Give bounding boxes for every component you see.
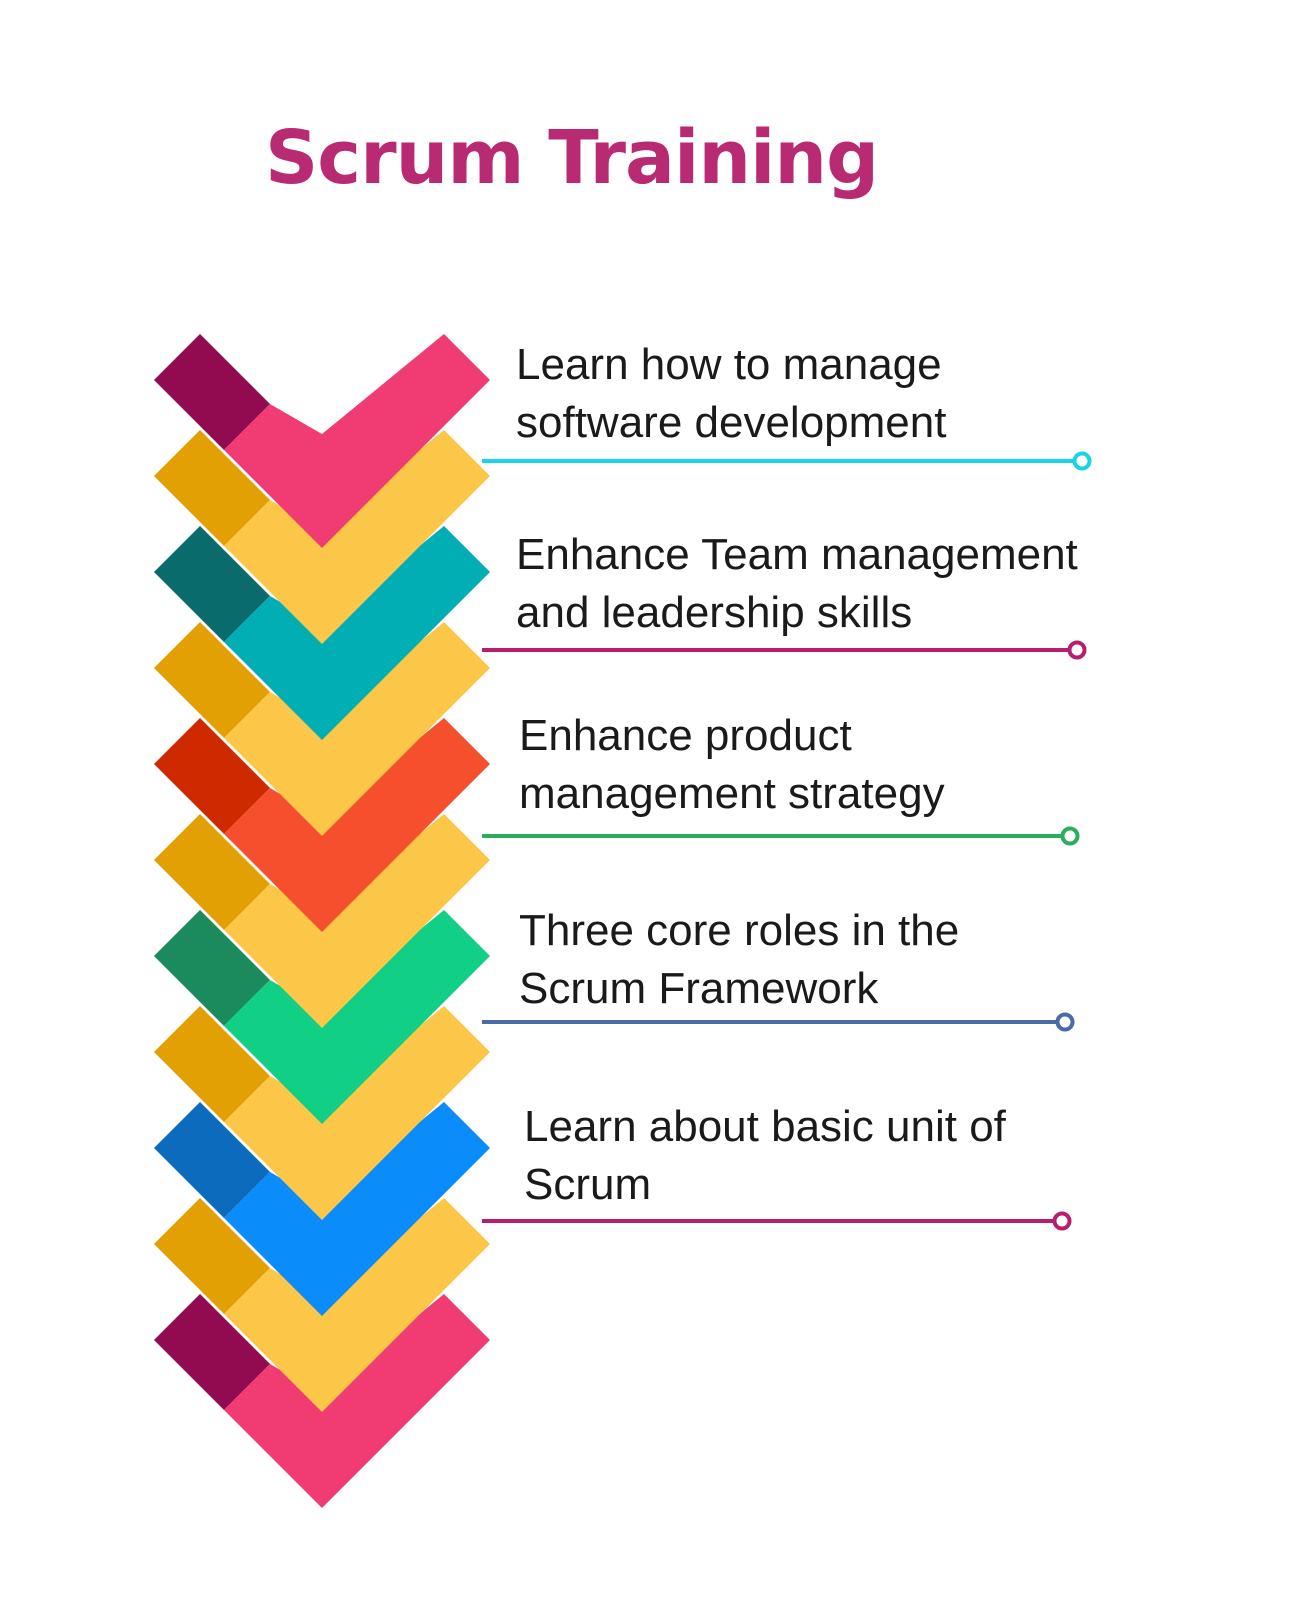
step-label-2: Enhance Team management and leadership sk… (516, 526, 1078, 642)
chevron-spacer-2-body (224, 622, 490, 836)
connector-dot-5 (1052, 1211, 1072, 1231)
chevron-spacer-2 (154, 622, 490, 836)
chevron-spacer-5-body (224, 1198, 490, 1412)
chevron-step-2 (154, 526, 490, 740)
step-label-line: management strategy (519, 769, 945, 818)
chevron-step-5-shadow (154, 1102, 270, 1218)
chevron-step-4-body (224, 910, 490, 1124)
step-label-line: software development (516, 398, 947, 447)
chevron-spacer-3-shadow (154, 814, 270, 930)
chevron-spacer-3-body (224, 814, 490, 1028)
step-label-line: Enhance product (519, 711, 852, 760)
chevron-step-2-body (224, 526, 490, 740)
page-title: Scrum Training (265, 115, 879, 201)
step-label-3: Enhance product management strategy (519, 707, 945, 823)
chevron-step-3 (154, 718, 490, 932)
chevron-step-2-shadow (154, 526, 270, 642)
connector-dot-2 (1067, 640, 1087, 660)
chevron-spacer-1-shadow (154, 430, 270, 546)
step-label-line: Scrum (524, 1160, 652, 1209)
chevron-spacer-1 (154, 430, 490, 644)
connector-dot-1 (1072, 451, 1092, 471)
chevron-step-4 (154, 910, 490, 1124)
step-label-line: and leadership skills (516, 588, 913, 637)
chevron-spacer-5 (154, 1198, 490, 1412)
step-label-5: Learn about basic unit of Scrum (524, 1098, 1006, 1214)
chevron-step-1-shadow (154, 334, 270, 450)
chevron-spacer-4-body (224, 1006, 490, 1220)
chevron-step-1-body (224, 334, 490, 548)
chevron-spacer-5-shadow (154, 1198, 270, 1314)
connector-dot-3 (1060, 826, 1080, 846)
chevron-spacer-2-shadow (154, 622, 270, 738)
step-label-line: Enhance Team management (516, 530, 1078, 579)
chevron-step-1 (154, 334, 490, 548)
step-label-1: Learn how to manage software development (516, 336, 946, 452)
step-label-line: Scrum Framework (519, 964, 879, 1013)
chevron-tail-body (224, 1294, 490, 1508)
connector-dot-4 (1055, 1012, 1075, 1032)
chevron-spacer-4-shadow (154, 1006, 270, 1122)
chevron-spacer-1-body (224, 430, 490, 644)
chevron-step-5 (154, 1102, 490, 1316)
step-label-line: Learn about basic unit of (524, 1102, 1006, 1151)
chevron-step-4-shadow (154, 910, 270, 1026)
chevron-spacer-4 (154, 1006, 490, 1220)
chevron-step-5-body (224, 1102, 490, 1316)
step-label-line: Learn how to manage (516, 340, 942, 389)
chevron-step-3-body (224, 718, 490, 932)
chevron-spacer-3 (154, 814, 490, 1028)
chevron-tail (154, 1294, 490, 1508)
chevron-step-3-shadow (154, 718, 270, 834)
step-label-line: Three core roles in the (519, 906, 960, 955)
chevron-tail-shadow (154, 1294, 270, 1410)
